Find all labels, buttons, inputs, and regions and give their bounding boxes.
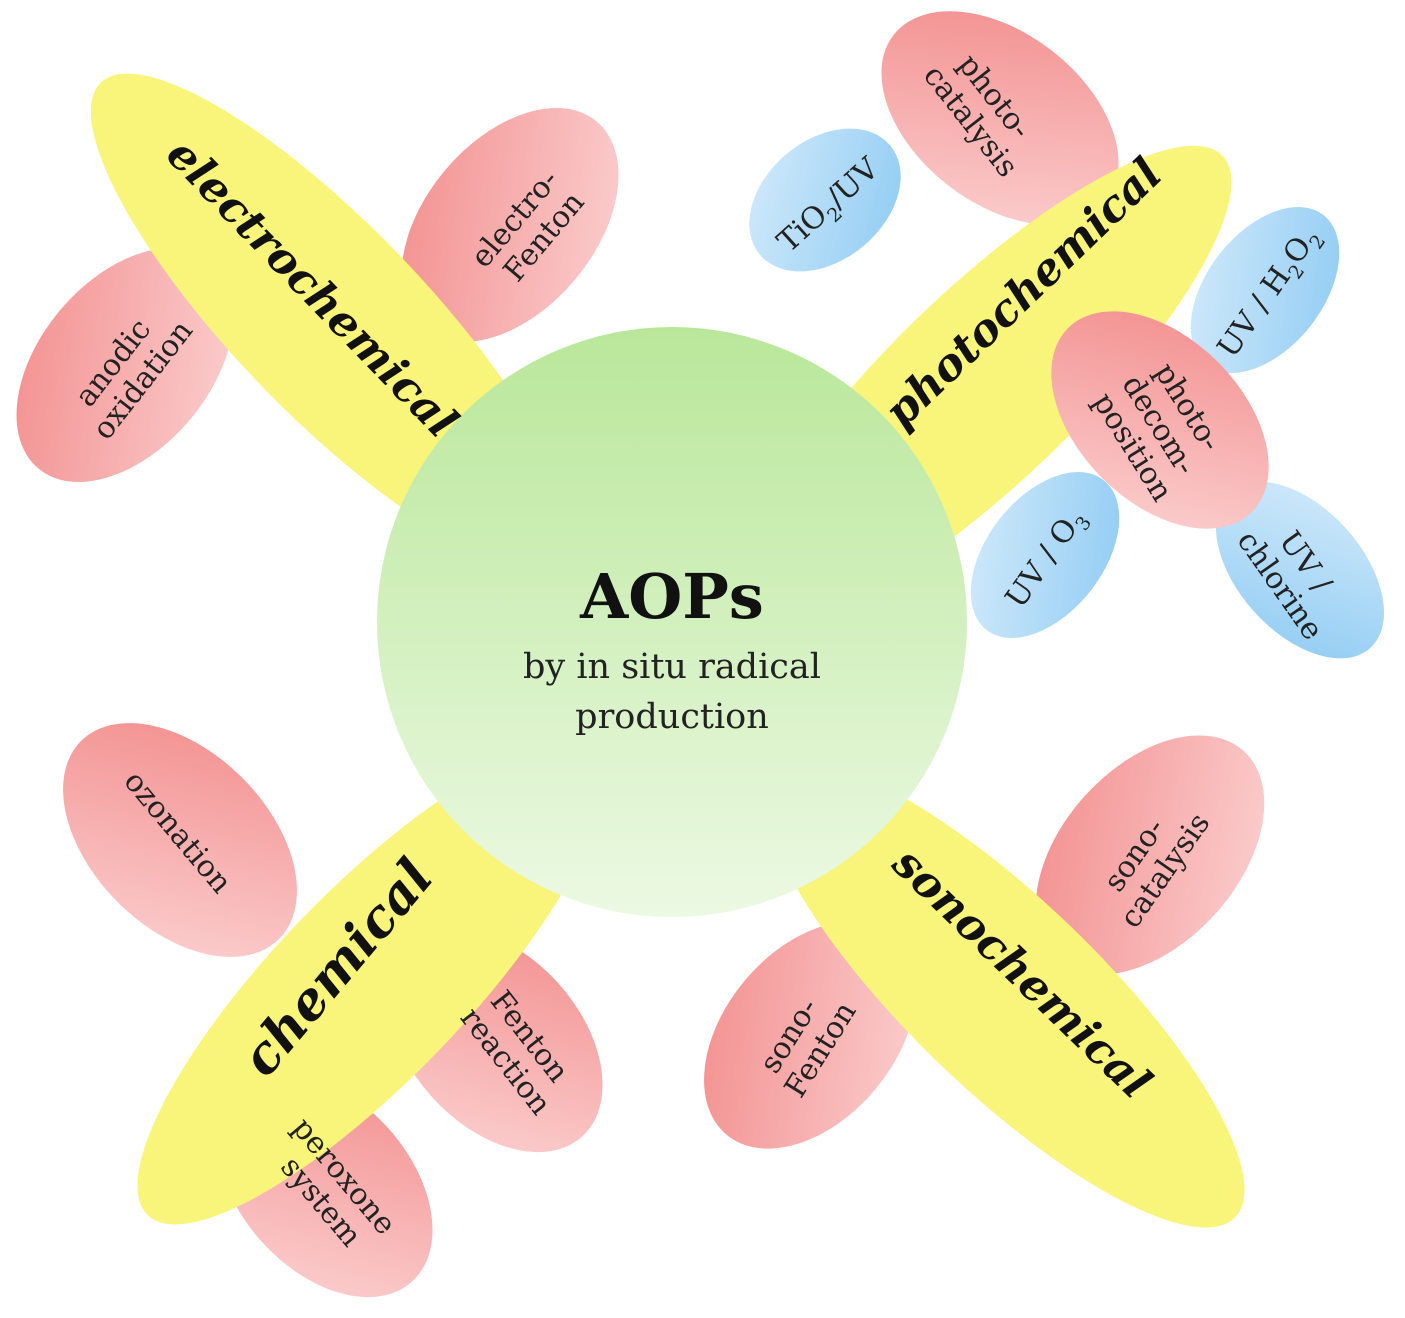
center-subtitle-line2: production <box>575 697 769 737</box>
photocatalysis-ellipse <box>881 11 1119 225</box>
tio2-uv-ellipse <box>749 128 901 272</box>
center-circle <box>377 327 967 917</box>
uv-o3-ellipse <box>970 472 1120 638</box>
sonocatalysis-ellipse <box>1035 735 1265 975</box>
svg-text:photo- decom- posi: photo- decom- position <box>1085 350 1237 507</box>
uv-h2o2-ellipse <box>1190 207 1340 373</box>
uv-chlorine-ellipse <box>1215 481 1385 659</box>
chemical-branch <box>137 745 603 1225</box>
photodecomposition-ellipse <box>1051 311 1269 529</box>
anodic-oxidation-ellipse <box>16 248 234 482</box>
ozonation-ellipse <box>63 723 297 957</box>
sonochemical-branch <box>765 762 1245 1228</box>
center-subtitle-line1: by in situ radical <box>523 647 821 687</box>
electro-fenton-ellipse <box>401 108 619 342</box>
center-title: AOPs <box>579 560 764 633</box>
